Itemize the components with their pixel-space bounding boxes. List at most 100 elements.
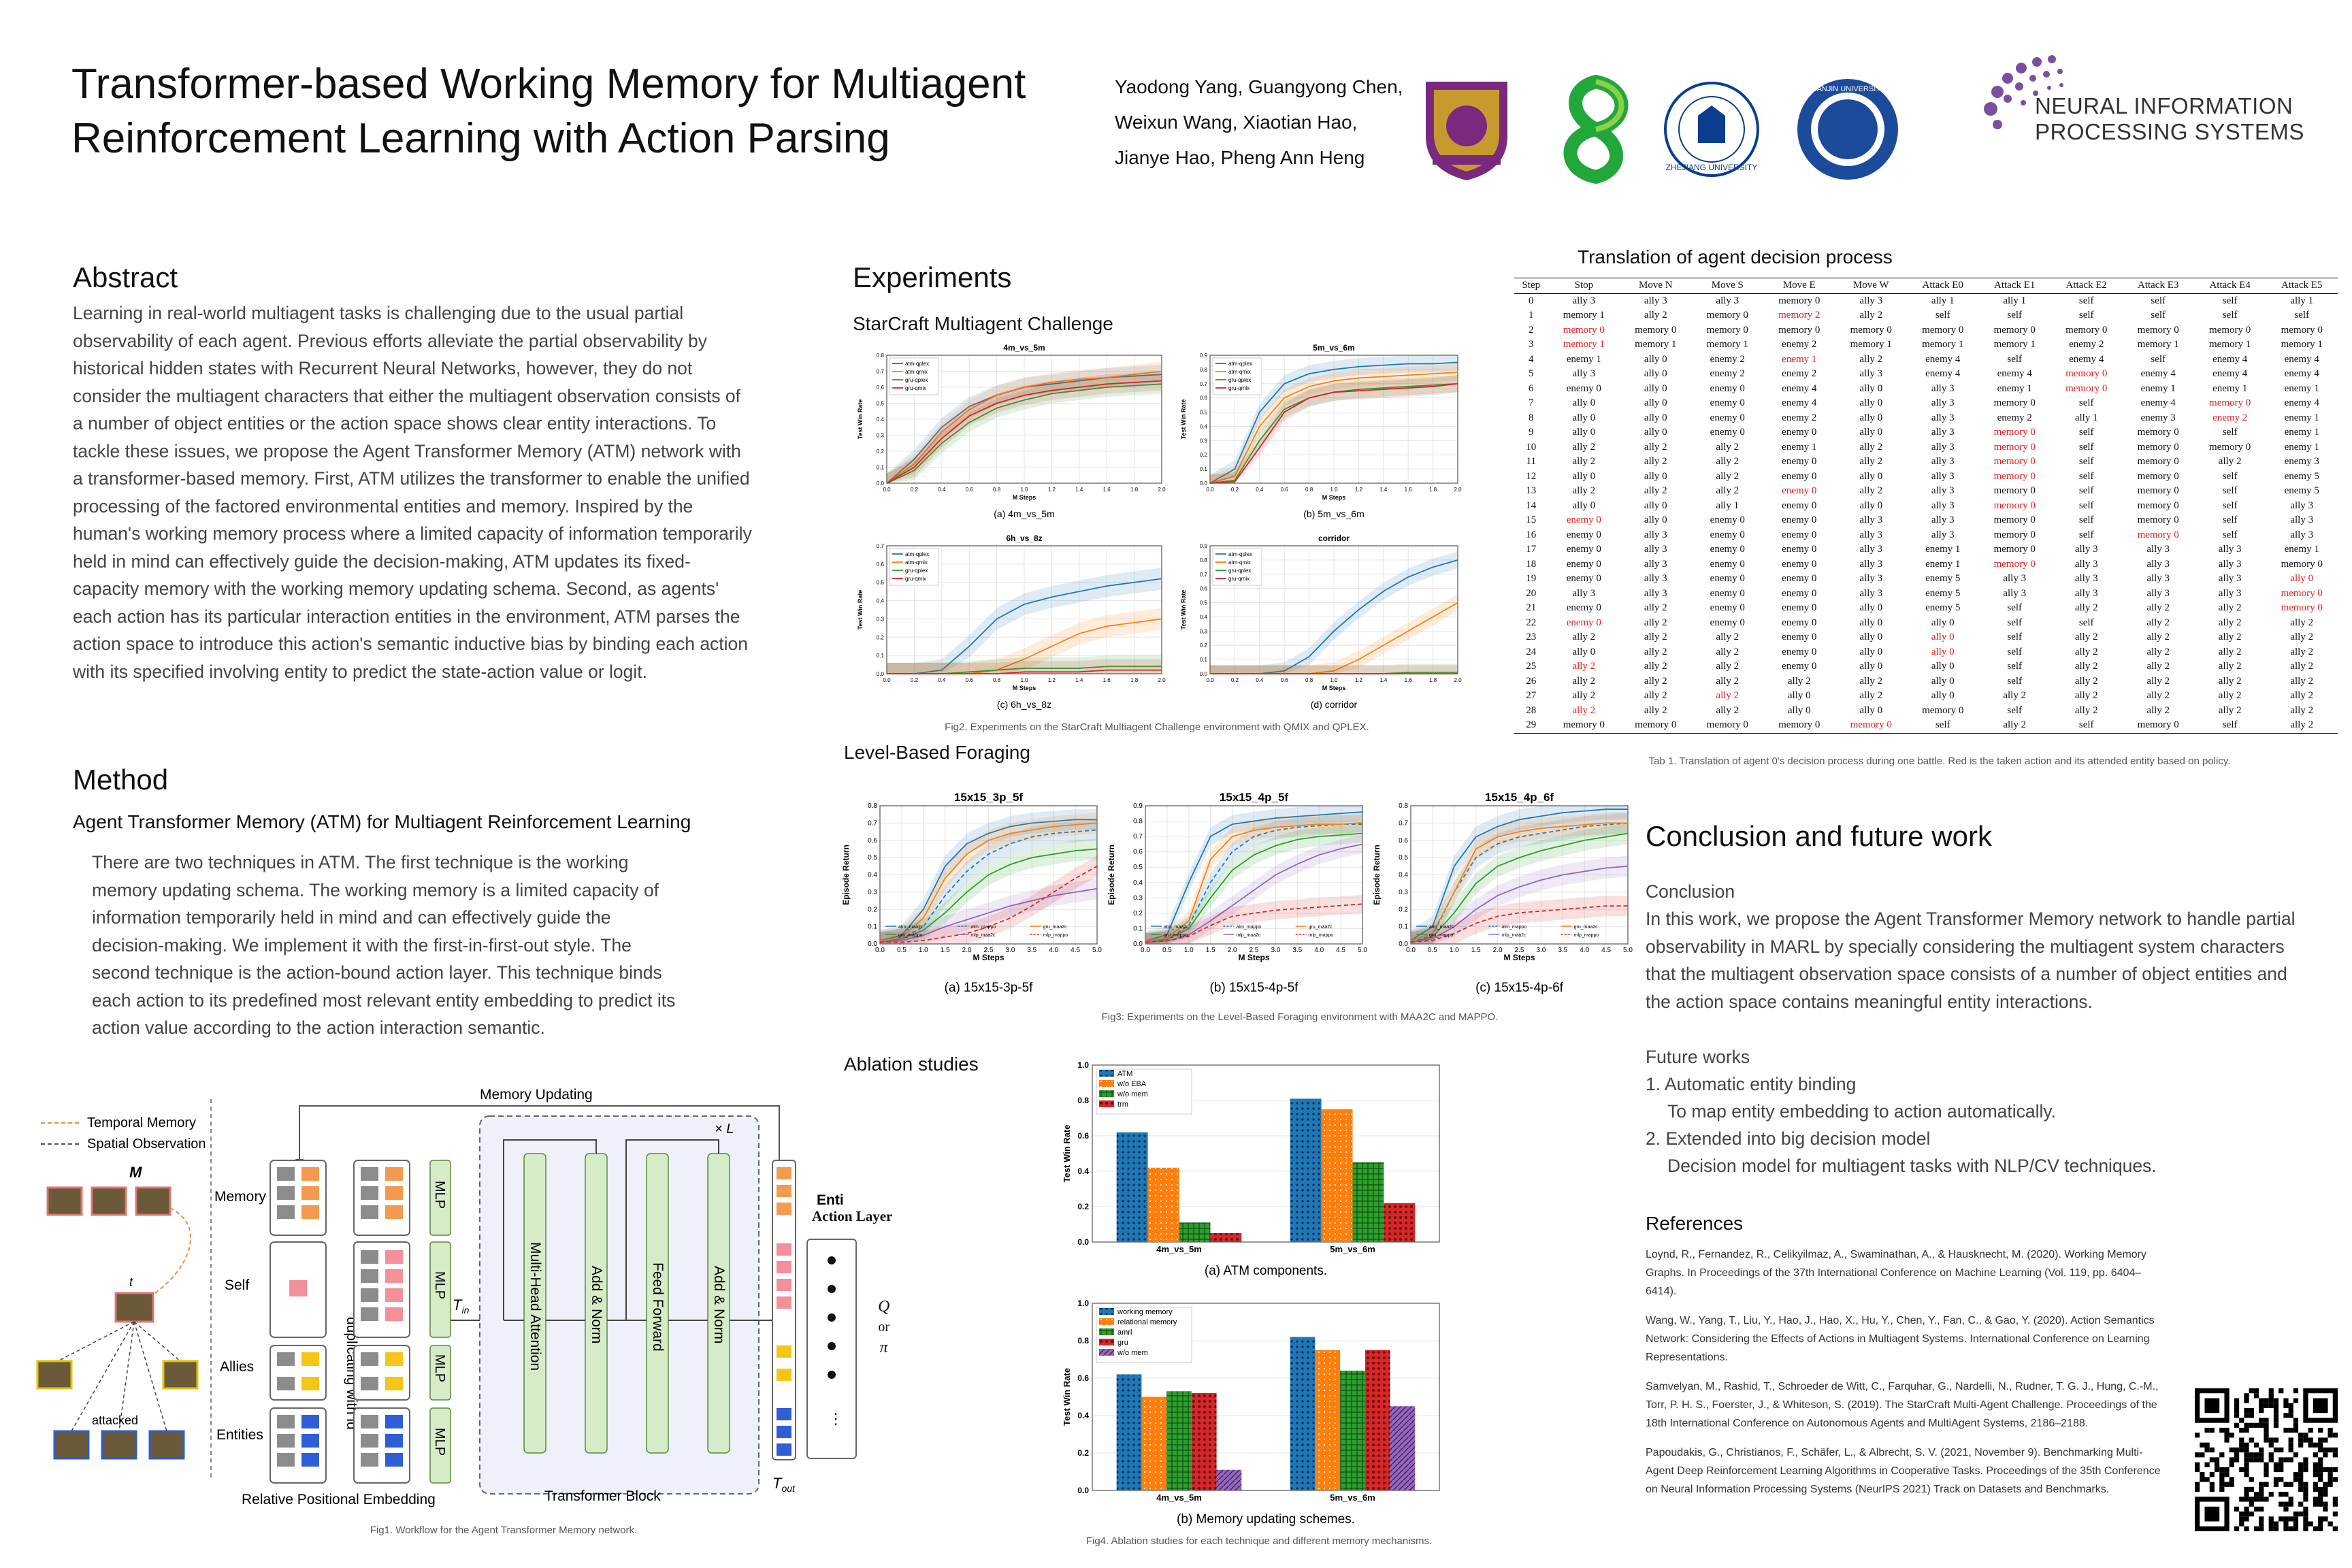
- x-tick-label: 0.0: [1206, 677, 1214, 683]
- future-work-2-detail: Decision model for multiagent tasks with…: [1667, 1156, 2157, 1176]
- y-tick-label: 0.1: [1200, 466, 1208, 472]
- x-tick-label: 0.5: [1428, 947, 1437, 954]
- table-cell: enemy 2: [1782, 412, 1817, 423]
- table-cell: ally 0: [1644, 397, 1667, 409]
- y-tick-label: 0.2: [1200, 452, 1208, 458]
- legend-label: atm-qmix: [905, 369, 928, 375]
- block-feed-forward: Feed Forward: [650, 1262, 666, 1352]
- y-tick-label: 0.9: [1133, 802, 1143, 810]
- legend-label: relational memory: [1117, 1318, 1177, 1326]
- table-cell: ally 2: [2290, 661, 2314, 672]
- legend-swatch: [1099, 1318, 1114, 1325]
- cuhk-logo-icon: [1419, 75, 1514, 187]
- table-cell: ally 0: [1931, 661, 1955, 672]
- table-cell: enemy 0: [1782, 646, 1817, 657]
- table-cell: memory 0: [1778, 324, 1820, 336]
- table-cell: enemy 2: [1710, 368, 1745, 380]
- table-cell: enemy 1: [2140, 382, 2176, 394]
- table-cell: enemy 1: [2284, 441, 2319, 453]
- y-tick-label: 0.4: [1077, 1411, 1089, 1420]
- table-cell: ally 3: [1931, 500, 1955, 511]
- y-tick-label: 0.5: [1399, 854, 1408, 862]
- abstract-text: Learning in real-world multiagent tasks …: [73, 303, 752, 682]
- y-tick-label: 0.2: [1133, 910, 1143, 917]
- table-cell: ally 0: [1644, 412, 1667, 423]
- y-tick-label: 0.7: [1399, 819, 1408, 827]
- y-tick-label: 0.7: [868, 819, 877, 827]
- table-cell: ally 0: [1859, 646, 1883, 657]
- y-tick-label: 0.7: [1200, 381, 1208, 387]
- x-axis-label: M Steps: [1238, 953, 1269, 962]
- conclusion-text: In this work, we propose the Agent Trans…: [1646, 909, 2296, 1012]
- legend-label: gru: [1117, 1339, 1128, 1347]
- table-cell: ally 2: [2218, 690, 2242, 702]
- table-cell: enemy 0: [1782, 602, 1817, 614]
- table-cell: ally 0: [1644, 470, 1667, 482]
- table-cell: enemy 0: [1782, 544, 1817, 555]
- series-band: [1210, 665, 1458, 674]
- table-cell: ally 3: [2074, 573, 2098, 585]
- table-cell: enemy 0: [1782, 587, 1817, 599]
- table-cell: self: [2078, 617, 2094, 628]
- x-axis-label: M Steps: [1013, 685, 1036, 691]
- table-cell: 26: [1526, 675, 1537, 687]
- table-cell: ally 0: [1572, 412, 1596, 423]
- table-cell: ally 3: [2146, 587, 2170, 599]
- table-cell: ally 2: [1859, 441, 1883, 453]
- x-tick-label: 2.0: [1454, 677, 1462, 683]
- table-cell: ally 2: [1572, 675, 1596, 687]
- attacked-label: attacked: [92, 1414, 138, 1427]
- table-cell: ally 2: [2290, 617, 2314, 628]
- series-band: [1210, 594, 1458, 674]
- table-cell: enemy 0: [1566, 558, 1601, 570]
- x-tick-label: 0.6: [966, 487, 974, 493]
- table-cell: self: [1907, 718, 1979, 734]
- table-cell: enemy 0: [1566, 602, 1601, 614]
- table-cell: memory 0: [1706, 324, 1748, 336]
- table-cell: ally 2: [2074, 632, 2098, 643]
- table-cell: ally 2: [1716, 632, 1740, 643]
- table-cell: 17: [1526, 544, 1537, 555]
- table-cell: ally 2: [2218, 632, 2242, 643]
- legend-label: gru-qplex: [905, 568, 928, 574]
- table-cell: self: [2193, 718, 2266, 734]
- chart-sublabel: (c) 15x15-4p-6f: [1475, 981, 1564, 995]
- series-band: [887, 655, 1162, 674]
- series-band: [880, 809, 1097, 944]
- x-tick-label: 1.0: [1330, 677, 1338, 683]
- table-cell: ally 3: [2003, 587, 2027, 599]
- table-cell: memory 0: [2281, 602, 2323, 614]
- series-line: [1209, 361, 1458, 484]
- table-title: Translation of agent decision process: [1578, 246, 1893, 267]
- x-tick-label: 3.0: [1005, 947, 1015, 954]
- y-axis-label: Episode Return: [1107, 845, 1116, 905]
- table-cell: memory 0: [2137, 324, 2179, 336]
- x-tick-label: 5.0: [1092, 947, 1102, 954]
- table-cell: self: [2007, 704, 2023, 716]
- table-cell: self: [2078, 310, 2094, 321]
- table-cell: self: [2050, 718, 2123, 734]
- table-cell: enemy 2: [1782, 339, 1817, 350]
- table-cell: ally 3: [2290, 529, 2314, 540]
- table-cell: 20: [1526, 587, 1537, 599]
- table-cell: memory 0: [1635, 324, 1677, 336]
- table-cell: 5: [1529, 368, 1534, 380]
- fig4-caption: Fig4. Ablation studies for each techniqu…: [1085, 1535, 1433, 1547]
- table-cell: ally 0: [1931, 675, 1955, 687]
- table-cell: ally 2: [2003, 690, 2027, 702]
- bar: [1290, 1098, 1322, 1242]
- y-tick-label: 0.4: [877, 416, 885, 423]
- table-cell: ally 0: [1931, 632, 1955, 643]
- table-cell: ally 2: [2074, 602, 2098, 614]
- table-cell: enemy 1: [1997, 382, 2032, 394]
- author-line: Jianye Hao, Pheng Ann Heng: [1115, 147, 1365, 168]
- legend-swatch: [1099, 1100, 1114, 1107]
- table-cell: ally 3: [1644, 573, 1667, 585]
- future-work-1: 1. Automatic entity binding: [1646, 1074, 1857, 1094]
